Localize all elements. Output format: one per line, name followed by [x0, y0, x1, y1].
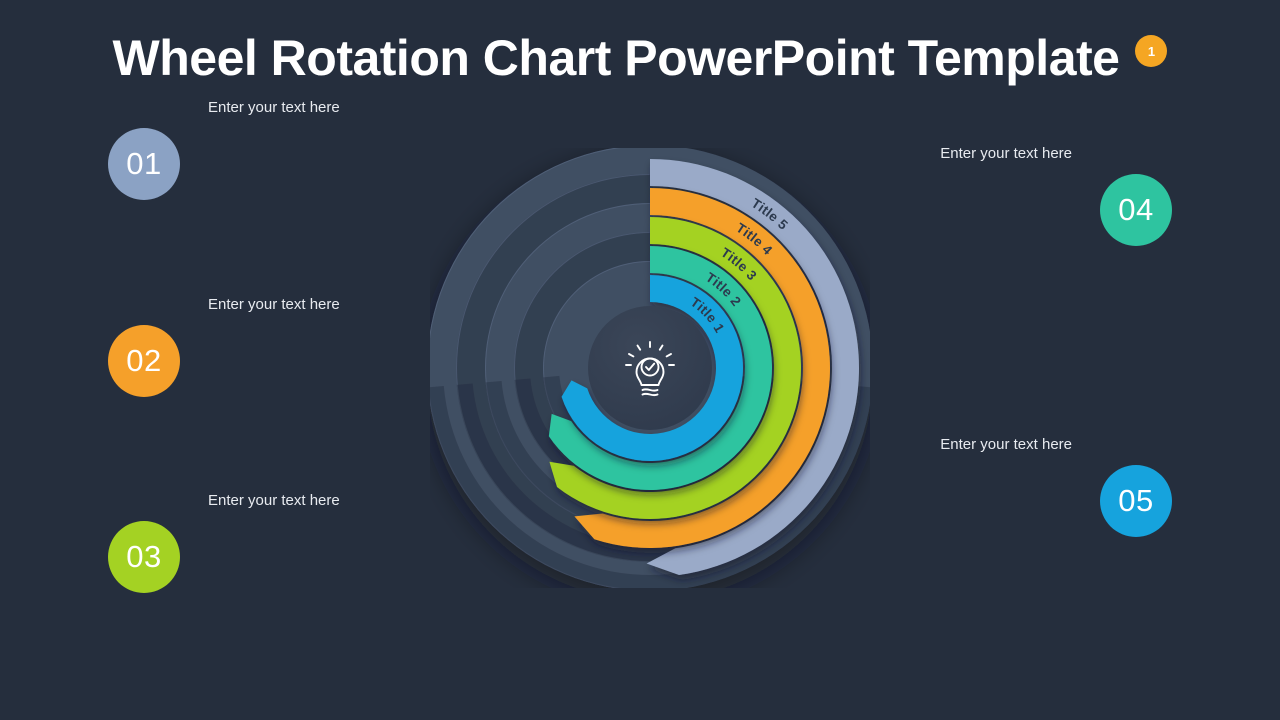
- lightbulb-check-icon: [625, 341, 675, 397]
- step-number-badge-02: 02: [108, 325, 180, 397]
- step-item-04[interactable]: 04 Enter your text here: [940, 145, 1172, 246]
- title-badge: 1: [1135, 35, 1168, 67]
- step-text-02[interactable]: Enter your text here: [208, 296, 340, 313]
- step-item-05[interactable]: 05 Enter your text here: [940, 436, 1172, 537]
- step-number-badge-05: 05: [1100, 465, 1172, 537]
- step-text-05[interactable]: Enter your text here: [940, 436, 1072, 453]
- slide-header: Wheel Rotation Chart PowerPoint Template…: [0, 20, 1280, 96]
- step-number-badge-01: 01: [108, 128, 180, 200]
- wheel-arc-group: [548, 159, 859, 575]
- wheel-arc-title-1[interactable]: [561, 275, 743, 461]
- step-text-04[interactable]: Enter your text here: [940, 145, 1072, 162]
- wheel-track-shadow-3: [485, 380, 815, 533]
- step-number-badge-04: 04: [1100, 174, 1172, 246]
- step-item-01[interactable]: 01 Enter your text here: [108, 99, 340, 200]
- wheel-arc-title-3[interactable]: [549, 217, 801, 519]
- step-text-01[interactable]: Enter your text here: [208, 99, 340, 116]
- step-text-03[interactable]: Enter your text here: [208, 492, 340, 509]
- page-title: Wheel Rotation Chart PowerPoint Template: [112, 30, 1120, 86]
- step-item-02[interactable]: 02 Enter your text here: [108, 296, 340, 397]
- step-number-badge-03: 03: [108, 521, 180, 593]
- step-item-03[interactable]: 03 Enter your text here: [108, 492, 340, 593]
- wheel-arc-title-5[interactable]: [646, 159, 859, 575]
